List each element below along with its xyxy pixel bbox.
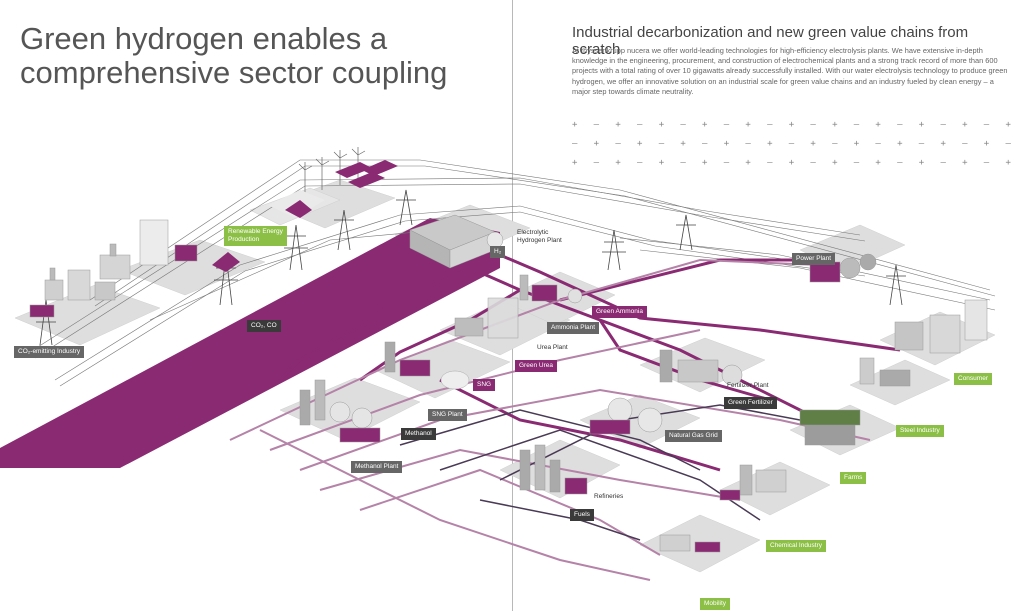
label-renewable-line-1: Renewable Energy xyxy=(228,228,283,235)
label-electrolytic-line-1: Electrolytic xyxy=(517,229,549,236)
pattern-row: + – + – + – + – + – + – + – + – + – + – … xyxy=(572,120,1024,130)
label-fuels: Fuels xyxy=(570,509,594,521)
label-mobility: Mobility xyxy=(700,598,731,610)
label-methanol-plant: Methanol Plant xyxy=(351,461,403,473)
label-sng-plant: SNG Plant xyxy=(428,409,467,421)
power-grid-lines xyxy=(29,159,996,387)
label-green-urea: Green Urea xyxy=(515,360,557,372)
label-chemical-industry: Chemical Industry xyxy=(766,540,827,552)
pylons xyxy=(36,189,906,346)
solar-panels xyxy=(335,160,398,188)
pattern-row: – + – + – + – + – + – + – + – + – + – + … xyxy=(572,139,1024,149)
label-h2: H₂ xyxy=(490,246,506,258)
page-title: Green hydrogen enables a comprehensive s… xyxy=(20,21,448,90)
hydrogen-flow-band xyxy=(0,218,500,468)
dark-pipelines xyxy=(399,404,801,541)
section-subtitle: Industrial decarbonization and new green… xyxy=(572,24,969,58)
label-refineries: Refineries xyxy=(594,493,624,500)
pattern-row: + – + – + – + – + – + – + – + – + – + – … xyxy=(572,158,1024,168)
label-power-plant: Power Plant xyxy=(792,253,836,265)
label-urea-plant: Urea Plant xyxy=(537,344,568,351)
label-farms: Farms xyxy=(840,472,867,484)
label-renewable-line-2: Production xyxy=(228,236,260,243)
label-fertilizer-plant: Fertilizer Plant xyxy=(727,382,769,389)
intro-paragraph: At thyssenkrupp nucera we offer world-le… xyxy=(572,46,1008,96)
plus-minus-pattern: + – + – + – + – + – + – + – + – + – + – … xyxy=(572,116,1012,173)
label-electrolytic-line-2: Hydrogen Plant xyxy=(517,237,562,244)
label-steel-industry: Steel Industry xyxy=(896,425,944,437)
label-green-ammonia: Green Ammonia xyxy=(592,306,647,318)
label-consumer: Consumer xyxy=(954,373,992,385)
label-green-fertilizer: Green Fertilizer xyxy=(724,397,777,409)
industrial-buildings xyxy=(29,214,988,553)
label-co2-co: CO₂, CO xyxy=(247,320,281,332)
label-sng: SNG xyxy=(473,379,496,391)
label-methanol: Methanol xyxy=(401,428,436,440)
renewable-terrain xyxy=(212,190,325,272)
label-ammonia-plant: Ammonia Plant xyxy=(547,322,600,334)
label-co2-industry: CO₂-emitting Industry xyxy=(14,346,85,358)
label-natural-gas-grid: Natural Gas Grid xyxy=(665,430,722,442)
